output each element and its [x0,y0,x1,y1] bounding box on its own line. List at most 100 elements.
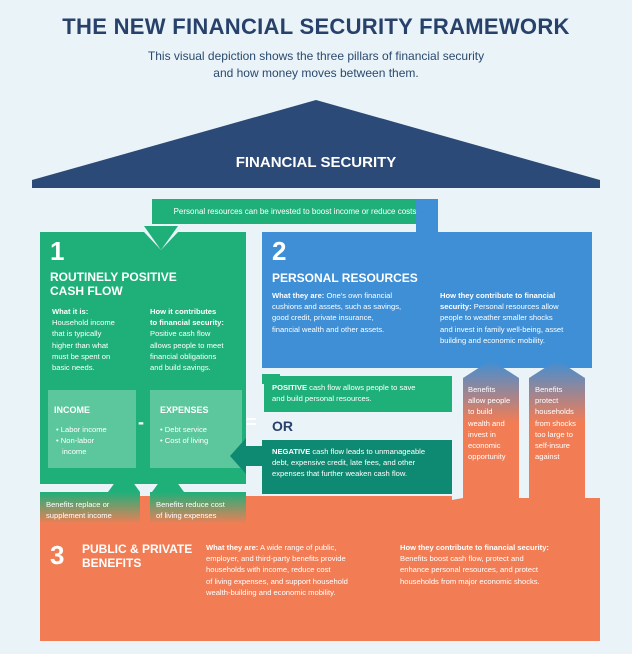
pillar2-title: PERSONAL RESOURCES [272,271,418,285]
pillar1-title: ROUTINELY POSITIVE CASH FLOW [50,270,177,298]
pillar3-number: 3 [50,540,65,570]
pillar1-how-line: Positive cash flow [150,329,211,339]
pillar1-how-line: allows people to meet [150,340,224,350]
bottom-banner-left-text: Benefits replace or supplement income [46,499,142,521]
negative-arrow [230,438,262,474]
arrow-left-line: wealth and [468,418,505,428]
top-banner-bg [152,199,438,224]
pillar3-what-line: wealth-building and economic mobility. [206,587,336,597]
negative-line: cash flow leads to unmanageable [310,447,426,456]
pillar2-how-line: Personal resources allow [473,302,559,312]
pillar2-how: How they contribute to financial securit… [440,290,590,346]
pillar2-what-line: financial wealth and other assets. [272,324,385,334]
pillar1-what-line: Household income [52,318,115,328]
income-item: • Labor income [56,425,107,434]
pillar3-what-line: households with income, reduce cost [206,565,331,575]
page-subtitle: This visual depiction shows the three pi… [0,48,632,82]
pillar1-what: What it is: Household income that is typ… [52,306,144,373]
roof [32,100,600,188]
negative-text: NEGATIVE cash flow leads to unmanageable… [272,446,450,480]
income-item: income [62,447,87,457]
pillar3-what-label: What they are: [206,543,259,552]
pillar1-how-line: and build savings. [150,363,211,373]
bottom-left-line: Benefits replace or [46,500,110,509]
pillar3-how-line: Benefits boost cash flow, protect and [400,554,524,564]
benefits-arrow-left-text: Benefits allow people to build wealth an… [468,384,520,462]
benefits-arrow-right [529,360,585,498]
positive-line: cash flow allows people to save [307,383,416,392]
pillar3-what-line: employer, and third-party benefits provi… [206,554,346,564]
arrow-right-line: against [535,452,560,462]
positive-line: and build personal resources. [272,394,372,404]
negative-line: expenses that further weaken cash flow. [272,469,408,479]
arrow-left-line: to build [468,407,493,417]
pillar3-title: PUBLIC & PRIVATE BENEFITS [82,542,192,570]
expense-item: • Cost of living [160,436,209,446]
bottom-arrow-right [152,470,184,492]
pillar1-how-label: to financial security: [150,318,224,328]
income-box [48,390,136,468]
pillar1-how: How it contributes to financial security… [150,306,244,373]
negative-box [262,440,452,494]
pillar3-what-line: of living expenses, and support househol… [206,576,348,586]
expense-item: • Debt service [160,425,207,434]
arrow-left-line: opportunity [468,452,506,462]
pillar2-how-label: How they contribute to financial [440,291,556,300]
pillar2-how-line: and invest in family well-being, asset [440,324,564,334]
pillar2-box [262,232,592,368]
bottom-arrow-left [108,470,140,492]
arrow-right-line: households [535,407,574,417]
expenses-box [150,390,242,468]
bottom-banner-right-text: Benefits reduce cost of living expenses [156,499,252,521]
subtitle-line-1: This visual depiction shows the three pi… [147,49,485,63]
pillar3-how-line: enhance personal resources, and protect [400,565,539,575]
pillar3-how: How they contribute to financial securit… [400,542,590,587]
expenses-list: • Debt service • Cost of living [160,424,208,446]
pillar2-what-line: good credit, private insurance, [272,313,374,323]
pillar2-how-line: building and economic mobility. [440,335,545,345]
roof-label: FINANCIAL SECURITY [235,154,397,171]
positive-box [264,376,452,412]
arrow-left-line: economic [468,441,501,451]
bottom-banner-left [40,492,140,524]
bottom-right-line: of living expenses [156,511,217,521]
arrow-right-line: protect [535,396,559,406]
pillar1-what-line: basic needs. [52,363,95,373]
bottom-banner-right [150,492,246,524]
benefits-arrow-right-text: Benefits protect households from shocks … [535,384,587,462]
pillar3-how-label: How they contribute to financial securit… [400,543,549,552]
income-item: • Non-labor [56,436,95,446]
minus-sign: - [138,412,144,432]
negative-label: NEGATIVE [272,447,311,456]
arrow-right-line: Benefits [535,385,563,394]
income-title: INCOME [54,405,90,415]
pillar2-what-line: One's own financial [326,291,393,300]
pillar1-what-line: higher than what [52,340,109,350]
pillar1-title-line-2: CASH FLOW [50,284,123,298]
pillar3-title-line-2: BENEFITS [82,556,142,570]
arrow-left-line: allow people [468,396,511,406]
equals-sign: = [246,412,257,432]
negative-line: debt, expensive credit, late fees, and o… [272,458,416,468]
subtitle-line-2: and how money moves between them. [213,66,419,80]
top-banner-text: Personal resources can be invested to bo… [173,207,417,216]
income-list: • Labor income • Non-labor income [56,424,107,458]
bottom-right-line: Benefits reduce cost [156,500,225,509]
or-label: OR [272,418,293,434]
pillar1-how-label: How it contributes [150,307,217,316]
pillar3-what: What they are: A wide range of public, e… [206,542,382,598]
pillar2-what: What they are: One's own financial cushi… [272,290,432,335]
pillar3-box [40,496,600,641]
pillar1-number: 1 [50,236,65,266]
top-banner-arrow [144,226,178,250]
pillar2-what-label: What they are: [272,291,325,300]
pillar1-what-line: that is typically [52,329,102,339]
pillar2-what-line: cushions and assets, such as savings, [272,302,402,312]
pillar2-how-line: people to weather smaller shocks [440,313,553,323]
positive-label: POSITIVE [272,383,308,392]
pillar3-title-line-1: PUBLIC & PRIVATE [82,542,193,556]
arrow-right-line: self-insure [535,441,571,451]
pillar2-number: 2 [272,236,287,266]
arrow-left-line: invest in [468,429,496,439]
benefits-arrow-left [463,360,519,498]
